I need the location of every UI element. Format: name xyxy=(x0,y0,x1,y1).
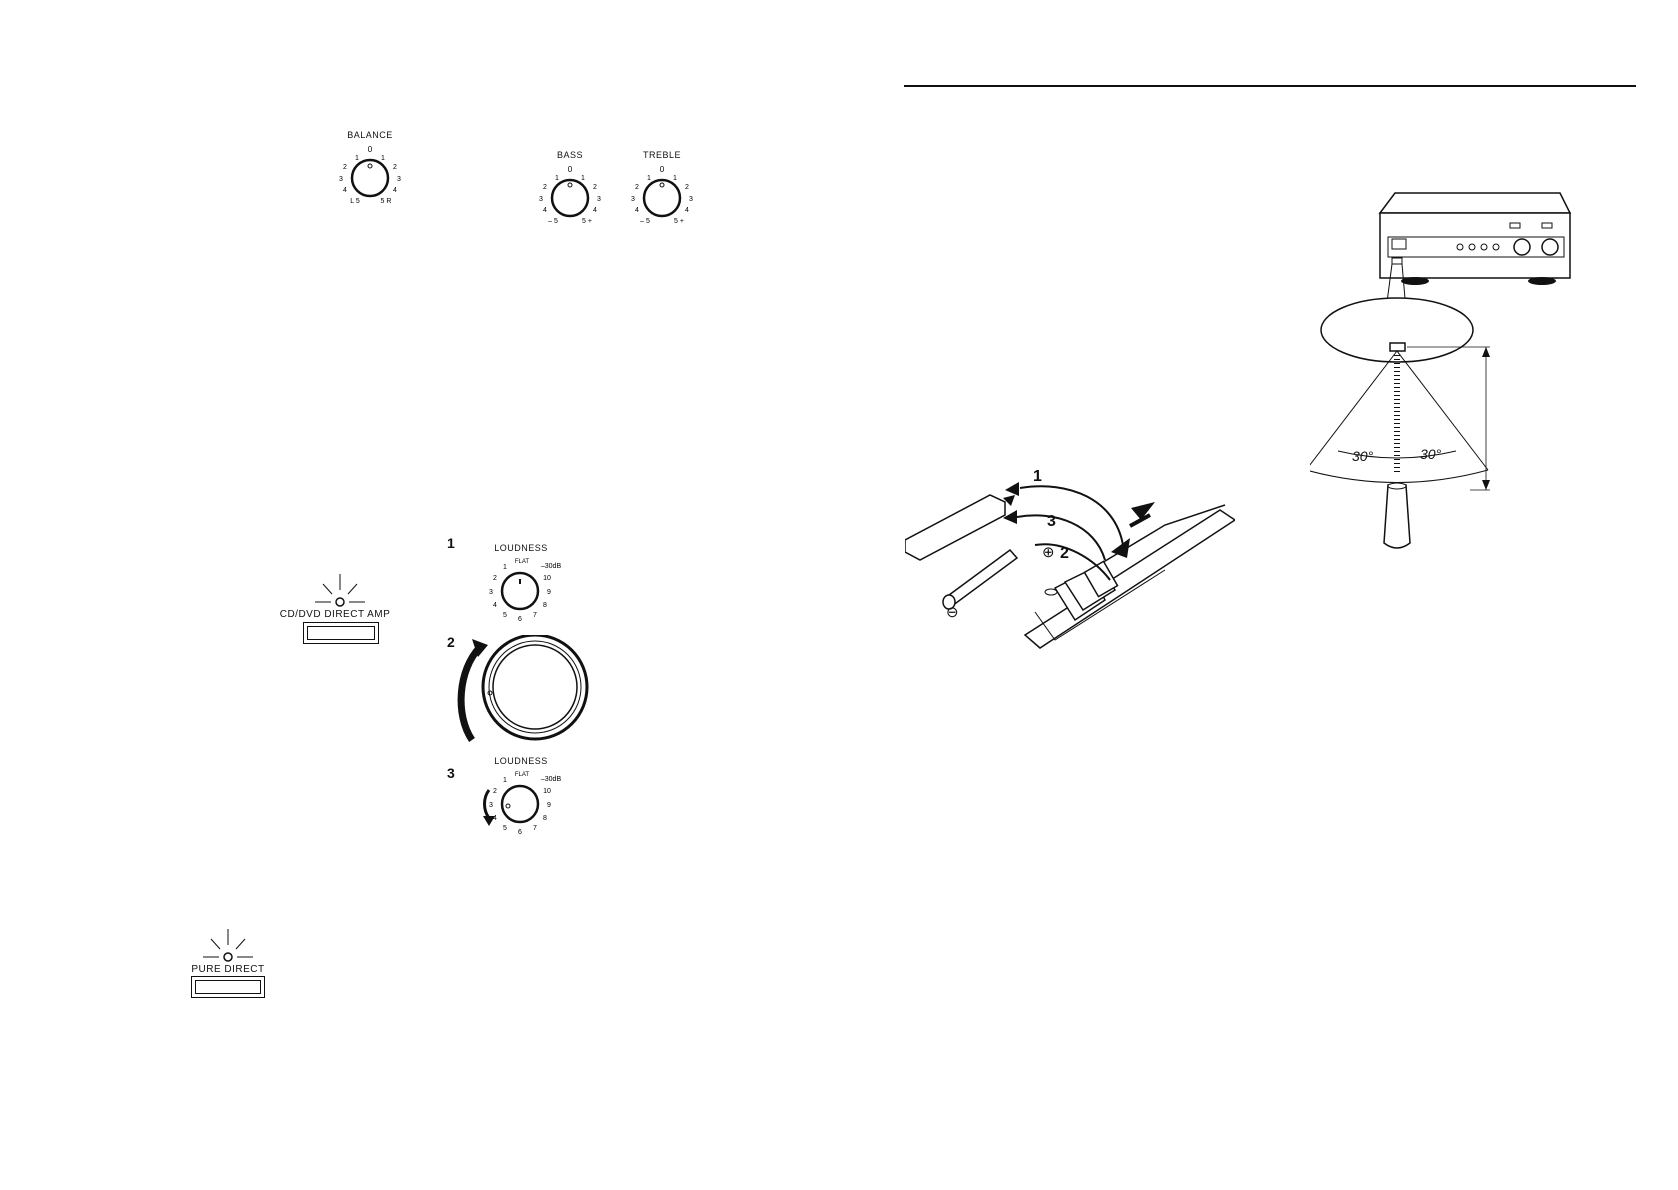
balance-left-3: 3 xyxy=(339,176,343,183)
svg-text:7: 7 xyxy=(533,825,537,832)
svg-text:10: 10 xyxy=(543,575,551,582)
svg-text:4: 4 xyxy=(543,207,547,214)
balance-left-1: 1 xyxy=(355,155,359,162)
svg-text:3: 3 xyxy=(489,802,493,809)
svg-text:8: 8 xyxy=(543,815,547,822)
pure-direct-label: PURE DIRECT xyxy=(191,964,265,975)
svg-text:3: 3 xyxy=(689,196,693,203)
balance-knob[interactable]: 0 1 2 3 4 L 5 1 2 3 4 5 R xyxy=(325,140,415,210)
svg-text:5: 5 xyxy=(503,825,507,832)
svg-text:2: 2 xyxy=(685,184,689,191)
cd-direct-label: CD/DVD DIRECT AMP xyxy=(279,609,391,620)
bass-knob[interactable]: 0 1 2 3 4 – 5 1 2 3 4 5 + xyxy=(525,160,615,230)
angle-right-label: 30° xyxy=(1420,446,1442,462)
svg-text:5 +: 5 + xyxy=(674,218,684,225)
treble-center-mark: 0 xyxy=(660,165,665,174)
svg-text:4: 4 xyxy=(593,207,597,214)
bass-label: BASS xyxy=(556,150,583,160)
remote-range-illustration xyxy=(1310,192,1572,549)
svg-text:4: 4 xyxy=(493,815,497,822)
svg-text:–30dB: –30dB xyxy=(541,776,562,783)
svg-text:1: 1 xyxy=(503,564,507,571)
svg-text:1: 1 xyxy=(673,175,677,182)
svg-text:10: 10 xyxy=(543,788,551,795)
svg-text:4: 4 xyxy=(685,207,689,214)
battery-step-1: 1 xyxy=(1033,468,1042,485)
balance-right-5: 5 R xyxy=(381,198,392,205)
pure-direct-button[interactable] xyxy=(191,976,265,998)
balance-right-4: 4 xyxy=(393,187,397,194)
svg-text:3: 3 xyxy=(597,196,601,203)
svg-text:3: 3 xyxy=(539,196,543,203)
svg-text:4: 4 xyxy=(493,602,497,609)
svg-text:FLAT: FLAT xyxy=(515,559,530,565)
battery-step-2: 2 xyxy=(1060,545,1069,562)
loudness-step-1-number: 1 xyxy=(447,535,455,551)
svg-text:4: 4 xyxy=(635,207,639,214)
balance-right-2: 2 xyxy=(393,164,397,171)
volume-dial-illustration xyxy=(457,635,589,742)
battery-minus: ⊖ xyxy=(946,604,959,621)
cd-direct-button[interactable] xyxy=(303,622,379,644)
header-rule xyxy=(904,85,1636,87)
svg-text:5: 5 xyxy=(503,612,507,619)
indicator-light-icon xyxy=(315,574,365,607)
treble-label: TREBLE xyxy=(642,150,681,160)
balance-label: BALANCE xyxy=(347,130,393,140)
svg-text:–30dB: –30dB xyxy=(541,563,562,570)
loudness-1-label: LOUDNESS xyxy=(494,543,548,553)
svg-text:3: 3 xyxy=(489,589,493,596)
svg-text:7: 7 xyxy=(533,612,537,619)
treble-knob[interactable]: 0 1 2 3 4 – 5 1 2 3 4 5 + xyxy=(617,160,707,230)
balance-right-1: 1 xyxy=(381,155,385,162)
svg-text:9: 9 xyxy=(547,589,551,596)
svg-text:2: 2 xyxy=(543,184,547,191)
loudness-3-label: LOUDNESS xyxy=(494,756,548,766)
battery-plus: ⊕ xyxy=(1042,544,1055,561)
svg-text:FLAT: FLAT xyxy=(515,772,530,778)
svg-text:1: 1 xyxy=(647,175,651,182)
loudness-knob-step-1[interactable]: FLAT –30dB 1 2 3 4 5 6 7 8 9 10 xyxy=(475,553,570,628)
svg-text:2: 2 xyxy=(593,184,597,191)
battery-step-3: 3 xyxy=(1047,513,1056,530)
svg-text:– 5: – 5 xyxy=(640,218,650,225)
svg-text:2: 2 xyxy=(493,575,497,582)
battery-installation-illustration xyxy=(905,482,1235,649)
indicator-light-icon xyxy=(203,929,253,962)
svg-text:1: 1 xyxy=(581,175,585,182)
balance-right-3: 3 xyxy=(397,176,401,183)
svg-text:1: 1 xyxy=(555,175,559,182)
balance-left-2: 2 xyxy=(343,164,347,171)
loudness-step-2-number: 2 xyxy=(447,634,455,650)
balance-left-5: L 5 xyxy=(350,198,360,205)
loudness-step-3-number: 3 xyxy=(447,765,455,781)
svg-text:6: 6 xyxy=(518,616,522,623)
svg-text:6: 6 xyxy=(518,829,522,836)
angle-left-label: 30° xyxy=(1352,448,1374,464)
svg-text:1: 1 xyxy=(503,777,507,784)
svg-text:8: 8 xyxy=(543,602,547,609)
svg-text:– 5: – 5 xyxy=(548,218,558,225)
balance-left-4: 4 xyxy=(343,187,347,194)
svg-text:9: 9 xyxy=(547,802,551,809)
svg-text:2: 2 xyxy=(493,788,497,795)
svg-text:3: 3 xyxy=(631,196,635,203)
balance-center-mark: 0 xyxy=(368,145,373,154)
svg-text:5 +: 5 + xyxy=(582,218,592,225)
bass-center-mark: 0 xyxy=(568,165,573,174)
svg-text:2: 2 xyxy=(635,184,639,191)
loudness-knob-step-3[interactable]: FLAT –30dB 1 2 3 4 5 6 7 8 9 10 xyxy=(475,766,570,841)
